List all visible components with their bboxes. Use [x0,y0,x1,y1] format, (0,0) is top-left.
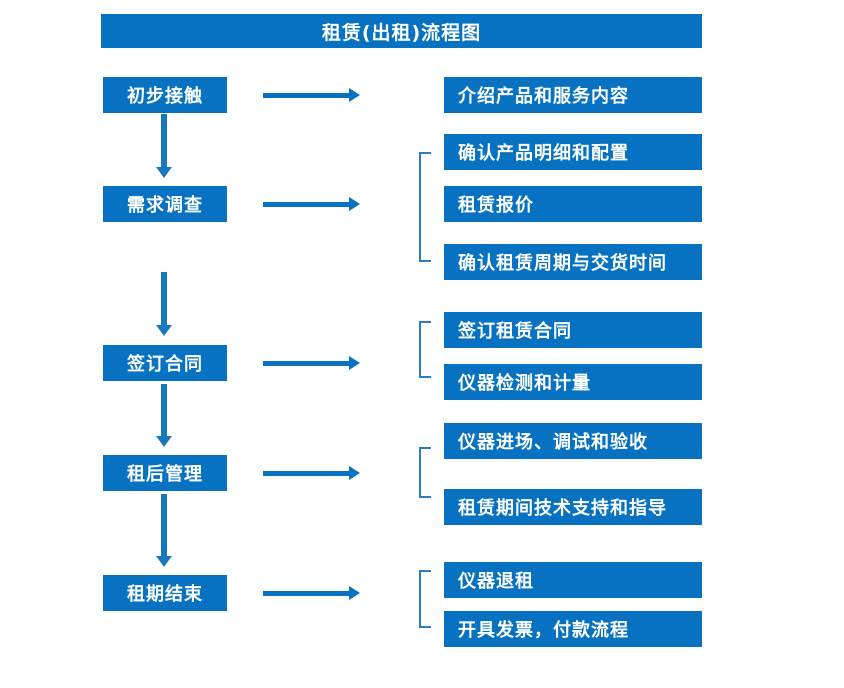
detail-label: 确认租赁周期与交货时间 [458,253,667,274]
detail-box-rental-quote[interactable]: 租赁报价 [444,186,702,222]
stage-label: 租期结束 [127,584,203,605]
link-arrow-right-4 [263,463,360,483]
link-arrow-right-2 [263,194,360,214]
diagram-title-bar: 租赁(出租)流程图 [101,14,702,48]
detail-box-confirm-rental-period[interactable]: 确认租赁周期与交货时间 [444,244,702,280]
flow-arrow-down-4 [154,494,174,567]
stage-label: 租后管理 [127,464,203,485]
stage-box-sign-contract[interactable]: 签订合同 [103,345,227,381]
flow-arrow-down-1 [154,114,174,178]
detail-box-introduce-products[interactable]: 介绍产品和服务内容 [444,77,702,113]
detail-box-technical-support[interactable]: 租赁期间技术支持和指导 [444,489,702,525]
flow-arrow-down-2 [154,272,174,336]
stage-box-initial-contact[interactable]: 初步接触 [103,77,227,113]
detail-label: 介绍产品和服务内容 [458,86,629,107]
detail-label: 租赁报价 [458,195,534,216]
link-arrow-right-3 [263,353,360,373]
detail-label: 仪器检测和计量 [458,373,591,394]
detail-label: 租赁期间技术支持和指导 [458,498,667,519]
detail-label: 签订租赁合同 [458,321,572,342]
stage-box-post-rental-management[interactable]: 租后管理 [103,455,227,491]
flow-arrow-down-3 [154,384,174,447]
group-bracket-requirement [419,152,431,262]
detail-label: 开具发票，付款流程 [458,620,629,641]
detail-box-instrument-return[interactable]: 仪器退租 [444,562,702,598]
detail-label: 仪器进场、调试和验收 [458,432,648,453]
diagram-title: 租赁(出租)流程图 [321,21,482,44]
stage-label: 初步接触 [127,86,203,107]
detail-box-instrument-inspection[interactable]: 仪器检测和计量 [444,364,702,400]
group-bracket-contract [419,321,431,378]
detail-label: 确认产品明细和配置 [458,143,629,164]
detail-box-confirm-product-details[interactable]: 确认产品明细和配置 [444,134,702,170]
group-bracket-end [419,570,431,628]
link-arrow-right-5 [263,583,360,603]
detail-box-instrument-onsite[interactable]: 仪器进场、调试和验收 [444,423,702,459]
detail-box-invoice-payment[interactable]: 开具发票，付款流程 [444,611,702,647]
stage-box-requirement-survey[interactable]: 需求调查 [103,186,227,222]
group-bracket-management [419,447,431,498]
stage-box-rental-end[interactable]: 租期结束 [103,575,227,611]
link-arrow-right-1 [263,85,360,105]
stage-label: 需求调查 [127,195,203,216]
stage-label: 签订合同 [127,354,203,375]
detail-label: 仪器退租 [458,571,534,592]
detail-box-sign-rental-contract[interactable]: 签订租赁合同 [444,312,702,348]
